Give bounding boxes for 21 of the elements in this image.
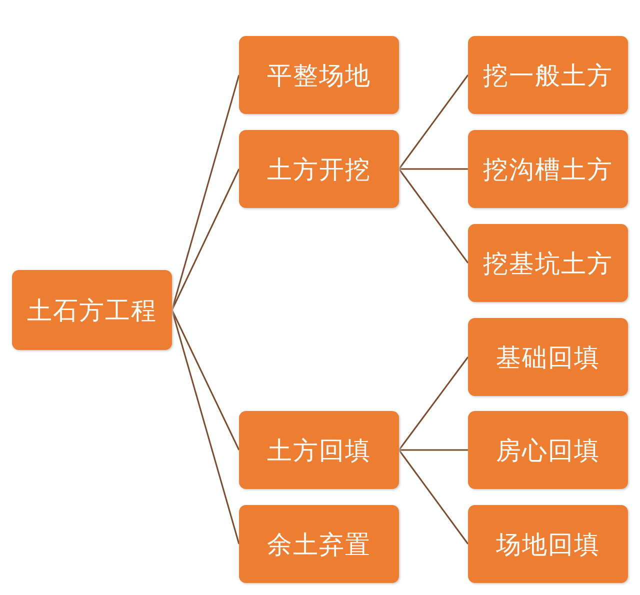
tree-box: 房心回填 <box>468 411 628 489</box>
connector-line <box>171 168 240 310</box>
tree-box: 土方回填 <box>239 411 399 489</box>
connector-line <box>171 310 240 450</box>
connector-line <box>398 168 469 264</box>
tree-box: 土石方工程 <box>12 270 172 350</box>
tree-box: 挖基坑土方 <box>468 224 628 302</box>
connector-line <box>398 356 469 450</box>
connector-line <box>399 168 468 170</box>
tree-box: 土方开挖 <box>239 130 399 208</box>
connector-line <box>171 310 240 544</box>
tree-box: 基础回填 <box>468 318 628 396</box>
tree-box: 挖一般土方 <box>468 36 628 114</box>
tree-box: 余土弃置 <box>239 505 399 583</box>
tree-box: 挖沟槽土方 <box>468 130 628 208</box>
connector-line <box>398 74 469 170</box>
connector-line <box>398 450 469 544</box>
tree-box: 场地回填 <box>468 505 628 583</box>
connector-line <box>171 74 240 310</box>
connector-line <box>399 449 468 451</box>
tree-box: 平整场地 <box>239 36 399 114</box>
